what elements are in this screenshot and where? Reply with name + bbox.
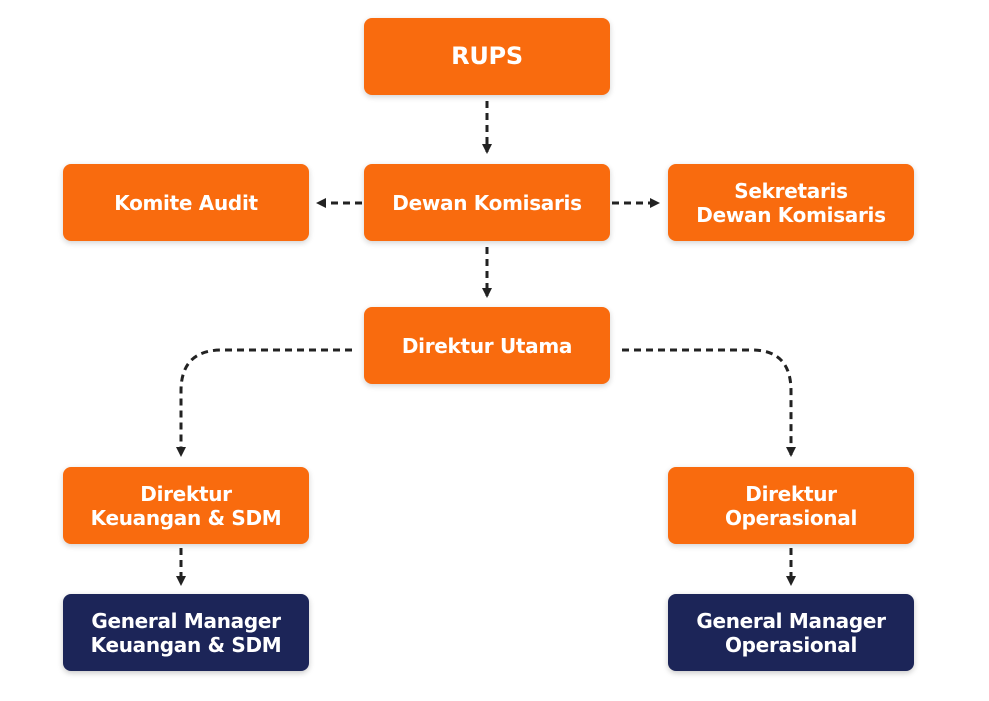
direktur-utama-box: Direktur Utama — [364, 307, 610, 384]
direktur-keuangan-label-line1: Direktur — [140, 481, 232, 506]
sekretaris-label-line1: Sekretaris — [734, 178, 848, 203]
gm-operasional-box: General Manager Operasional — [668, 594, 914, 671]
gm-operasional-label-line2: Operasional — [724, 632, 858, 657]
sekretaris-dewan-komisaris-box: Sekretaris Dewan Komisaris — [668, 164, 914, 241]
gm-keuangan-label-line2: Keuangan & SDM — [90, 632, 282, 657]
direktur-keuangan-label-line2: Keuangan & SDM — [90, 505, 282, 530]
direktur-keuangan-sdm-box: Direktur Keuangan & SDM — [63, 467, 309, 544]
gm-keuangan-sdm-box: General Manager Keuangan & SDM — [63, 594, 309, 671]
direktur-utama-label: Direktur Utama — [401, 333, 573, 358]
dewan-komisaris-box: Dewan Komisaris — [364, 164, 610, 241]
komite-audit-box: Komite Audit — [63, 164, 309, 241]
sekretaris-label-line2: Dewan Komisaris — [696, 202, 886, 227]
komite-audit-label: Komite Audit — [114, 190, 258, 215]
arrow-dirut-to-dirkeu — [176, 348, 352, 457]
arrow-dirut-to-dirops — [622, 348, 796, 457]
direktur-operasional-box: Direktur Operasional — [668, 467, 914, 544]
gm-operasional-label-line1: General Manager — [696, 608, 886, 633]
gm-keuangan-label-line1: General Manager — [91, 608, 281, 633]
direktur-operasional-label-line1: Direktur — [745, 481, 837, 506]
rups-label: RUPS — [451, 42, 523, 71]
dewan-komisaris-label: Dewan Komisaris — [392, 190, 582, 215]
direktur-operasional-label-line2: Operasional — [724, 505, 858, 530]
rups-box: RUPS — [364, 18, 610, 95]
